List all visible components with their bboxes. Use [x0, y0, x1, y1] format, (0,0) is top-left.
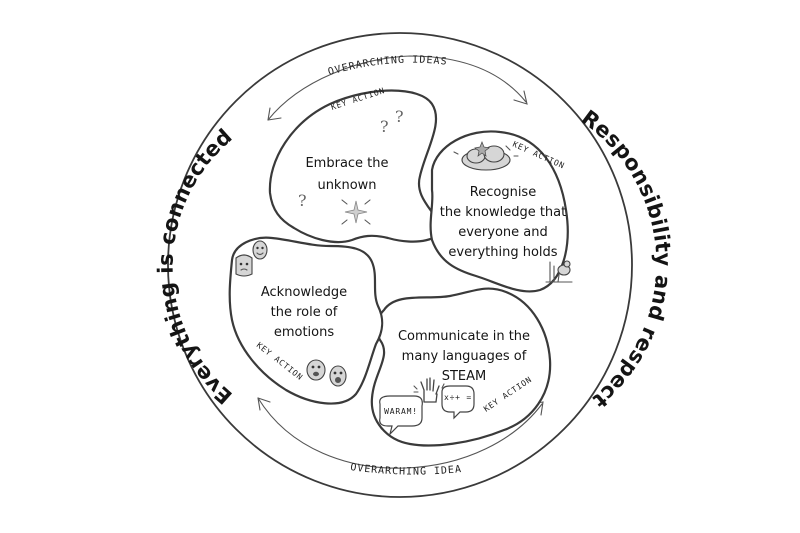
- hand-icon: [413, 377, 445, 403]
- svg-text:STEAM: STEAM: [442, 369, 487, 384]
- svg-text:Embrace the: Embrace the: [305, 156, 388, 171]
- face-icon: [306, 359, 326, 381]
- overarching-idea-right: Responsibility and respect: [577, 105, 675, 413]
- key-action-label-4: Acknowledge the role of emotions: [261, 285, 347, 340]
- svg-text:the knowledge that: the knowledge that: [440, 205, 566, 220]
- svg-text:WARAM!: WARAM!: [384, 407, 418, 416]
- overarching-idea-left: Everything is connected: [154, 124, 237, 409]
- sparkle-icon: [341, 199, 371, 225]
- svg-text:everyone and: everyone and: [458, 225, 548, 240]
- svg-text:unknown: unknown: [317, 178, 376, 193]
- overarching-label-top: OVERARCHING IDEAS: [327, 55, 448, 78]
- blob-recognise-knowledge: [429, 130, 569, 293]
- key-action-label-1: Embrace the unknown: [305, 156, 388, 193]
- svg-text:Acknowledge: Acknowledge: [261, 285, 347, 300]
- bird-icon: [545, 260, 573, 283]
- svg-text:everything holds: everything holds: [448, 245, 557, 260]
- top-arrow: [267, 55, 528, 121]
- outer-circle: [167, 32, 633, 498]
- face-icon: [252, 240, 268, 260]
- svg-text:the role of: the role of: [271, 305, 338, 320]
- question-mark-icon: ?: [395, 107, 404, 126]
- key-action-label-2: Recognise the knowledge that everyone an…: [440, 185, 566, 260]
- svg-text:Communicate in the: Communicate in the: [398, 329, 530, 344]
- question-mark-icon: ?: [298, 191, 307, 210]
- question-mark-icon: ?: [380, 117, 389, 136]
- speech-bubble-icon: WARAM!: [379, 395, 423, 436]
- blob-acknowledge-emotions: [228, 236, 384, 405]
- key-action-label-3: Communicate in the many languages of STE…: [398, 329, 530, 384]
- svg-text:Recognise: Recognise: [470, 185, 536, 200]
- cloud-stars-icon: [453, 141, 519, 171]
- svg-text:emotions: emotions: [274, 325, 335, 340]
- svg-text:many languages of: many languages of: [402, 349, 527, 364]
- svg-text:x÷+ =: x÷+ =: [444, 393, 472, 402]
- speech-bubble-icon: x÷+ =: [441, 385, 475, 420]
- face-icon: [235, 254, 253, 277]
- face-icon: [329, 365, 347, 387]
